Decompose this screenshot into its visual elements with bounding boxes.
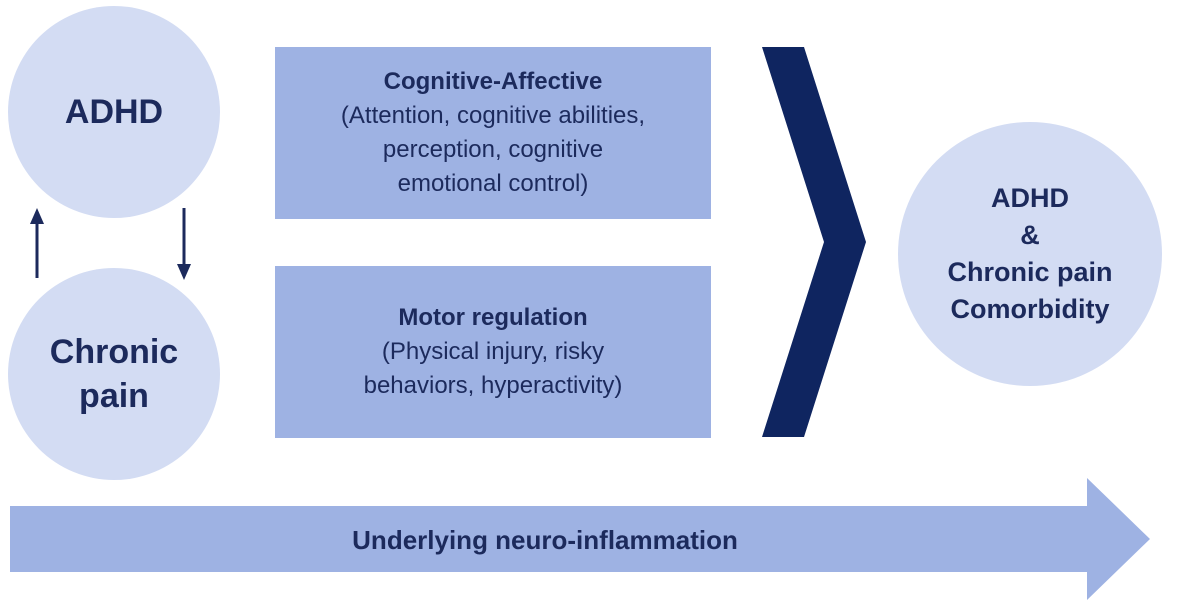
cognitive-affective-title: Cognitive-Affective (383, 68, 603, 95)
motor-regulation-desc-line1: (Physical injury, risky (381, 338, 605, 365)
chevron-right-icon (762, 47, 866, 437)
comorbidity-line2: & (1020, 220, 1040, 250)
cognitive-affective-desc-line1: (Attention, cognitive abilities, (340, 102, 646, 129)
motor-regulation-box: Motor regulation (Physical injury, risky… (275, 266, 711, 438)
motor-regulation-desc-line2: behaviors, hyperactivity) (363, 372, 623, 399)
cognitive-affective-box: Cognitive-Affective (Attention, cognitiv… (275, 47, 711, 219)
comorbidity-circle: ADHD & Chronic pain Comorbidity (898, 122, 1162, 386)
arrow-up-icon (30, 208, 44, 278)
cognitive-affective-desc-line3: emotional control) (397, 170, 589, 197)
chronic-pain-label-line1: Chronic (49, 333, 179, 371)
comorbidity-line1: ADHD (991, 183, 1069, 213)
bottom-arrow-shape (10, 478, 1150, 600)
chronic-pain-circle: Chronic pain (8, 268, 220, 480)
motor-regulation-title: Motor regulation (398, 304, 588, 331)
comorbidity-line4: Comorbidity (950, 294, 1110, 324)
chronic-pain-label-line2: pain (79, 377, 149, 415)
neuro-inflammation-label: Underlying neuro-inflammation (352, 524, 738, 555)
arrow-down-icon (177, 208, 191, 280)
adhd-circle: ADHD (8, 6, 220, 218)
comorbidity-line3: Chronic pain (947, 257, 1113, 287)
adhd-label: ADHD (64, 92, 164, 131)
cognitive-affective-desc-line2: perception, cognitive (382, 136, 604, 163)
